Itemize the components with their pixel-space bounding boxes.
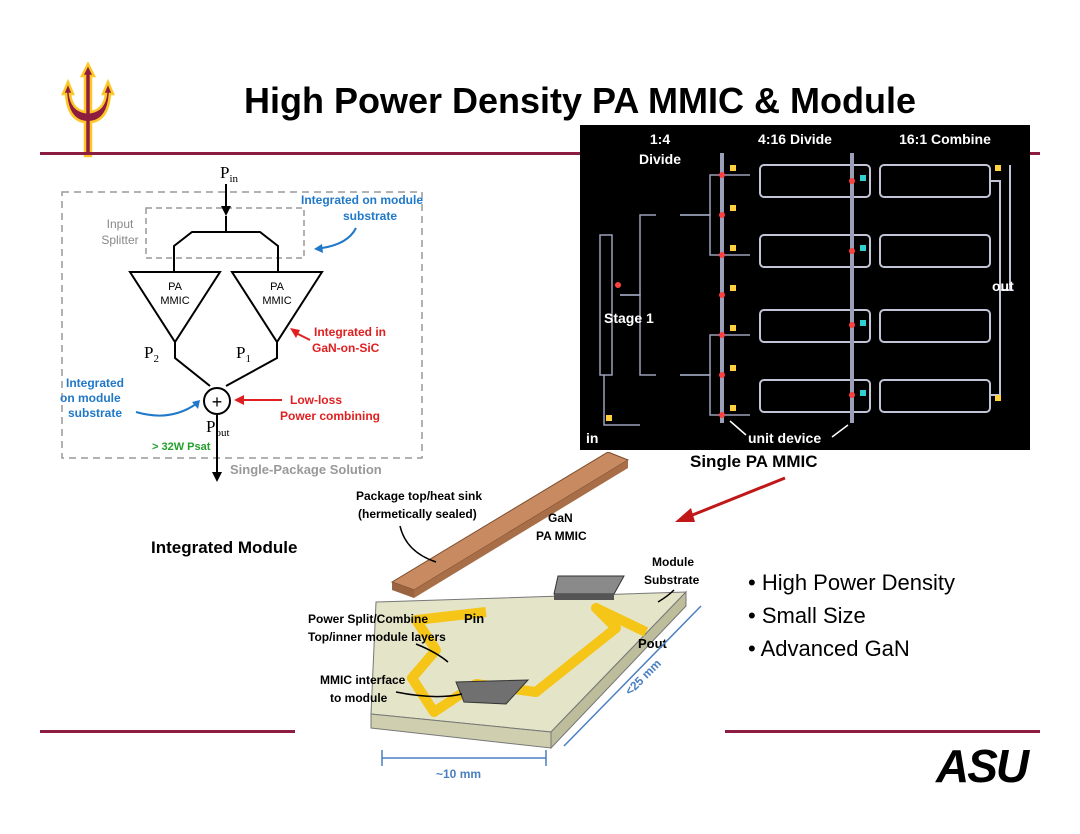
bullet-1: • High Power Density (748, 570, 956, 595)
svg-text:Power combining: Power combining (280, 409, 380, 423)
feature-bullets: • High Power Density • Small Size • Adva… (748, 566, 955, 665)
caption-arrow (675, 476, 786, 522)
svg-text:GaN-on-SiC: GaN-on-SiC (312, 341, 380, 355)
dim-10-label: ~10 mm (436, 767, 481, 781)
power-split-label: Power Split/Combine (308, 612, 428, 626)
low-loss-note: Low-loss (290, 393, 342, 407)
integrated-on-substrate-note: Integrated on module (301, 193, 423, 207)
integrated-in-gan-note: Integrated in (314, 325, 386, 339)
gan-pa-mmic-chip (553, 575, 625, 595)
svg-text:(hermetically sealed): (hermetically sealed) (358, 507, 477, 521)
mmic-interface-label: MMIC interface (320, 673, 406, 687)
p1-label: P1 (236, 343, 251, 365)
svg-text:Divide: Divide (639, 151, 681, 167)
integrated-on-module-note: Integrated (66, 376, 124, 390)
module-substrate-label: Module (652, 555, 694, 569)
svg-text:+: + (212, 392, 223, 412)
power-split-trace (407, 603, 649, 717)
combine-16-1-label: 16:1 Combine (899, 131, 991, 147)
pa-block-diagram: Pin Input Splitter Integrated on module … (60, 163, 423, 482)
pa-mmic-2-triangle (128, 271, 222, 344)
svg-text:Top/inner module layers: Top/inner module layers (308, 630, 446, 644)
mmic-layout-image: 1:4 Divide 4:16 Divide 16:1 Combine Stag… (580, 125, 1030, 450)
svg-text:on module: on module (60, 391, 121, 405)
integrated-module-heading: Integrated Module (151, 538, 298, 557)
divide-1-4-label: 1:4 (650, 131, 670, 147)
svg-text:to module: to module (330, 691, 388, 705)
bullet-2: • Small Size (748, 603, 866, 628)
p-out-label: Pout (206, 417, 230, 439)
svg-text:ASU: ASU (935, 740, 1031, 788)
p2-label: P2 (144, 343, 159, 365)
package-top-lid (390, 452, 630, 591)
svg-text:substrate: substrate (68, 406, 122, 420)
dim-25-line (563, 605, 702, 747)
top-rule-left (40, 152, 588, 155)
p-in-label: Pin (220, 163, 239, 185)
mmic-on-substrate (455, 679, 530, 705)
psat-label: > 32W Psat (152, 441, 211, 453)
module-drawing: Package top/heat sink (hermetically seal… (308, 452, 702, 781)
gan-label: GaN (548, 511, 573, 525)
pa-mmic-1-triangle (230, 271, 324, 344)
bottom-rule-right (725, 730, 1040, 733)
svg-text:PA: PA (270, 281, 285, 293)
svg-text:substrate: substrate (343, 209, 397, 223)
pout-label: Pout (638, 636, 668, 651)
pin-label: Pin (464, 611, 484, 626)
stage1-label: Stage 1 (604, 310, 654, 326)
out-label: out (992, 278, 1014, 294)
bullet-3: • Advanced GaN (748, 636, 910, 661)
single-package-box (61, 191, 423, 459)
svg-text:Splitter: Splitter (101, 233, 138, 247)
svg-text:MMIC: MMIC (160, 295, 189, 307)
input-splitter-box (145, 207, 305, 259)
single-package-label: Single-Package Solution (230, 462, 382, 477)
svg-text:Substrate: Substrate (644, 573, 700, 587)
svg-text:PA: PA (168, 281, 183, 293)
in-label: in (586, 430, 598, 446)
divide-4-16-label: 4:16 Divide (758, 131, 832, 147)
bottom-rule-left (40, 730, 295, 733)
slide-title: High Power Density PA MMIC & Module (243, 80, 917, 121)
unit-device-label: unit device (748, 430, 821, 446)
svg-text:MMIC: MMIC (262, 295, 291, 307)
package-top-label: Package top/heat sink (356, 489, 482, 503)
asu-pitchfork-logo (61, 61, 115, 158)
single-pa-caption: Single PA MMIC (690, 452, 818, 471)
svg-text:PA MMIC: PA MMIC (536, 529, 587, 543)
input-splitter-label: Input (107, 217, 134, 231)
asu-logo: ASU (935, 740, 1033, 788)
